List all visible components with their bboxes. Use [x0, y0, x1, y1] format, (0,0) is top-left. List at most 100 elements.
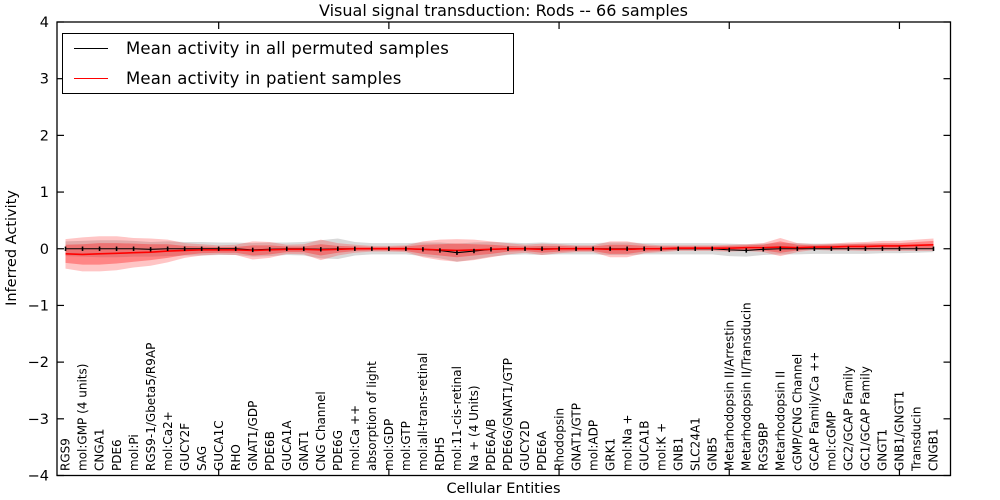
point-marker [98, 246, 101, 251]
x-category-label: GNB1/GNGT1 [893, 391, 907, 471]
legend-label: Mean activity in all permuted samples [126, 39, 450, 59]
x-category-label: Transducin [910, 407, 924, 472]
point-marker [864, 246, 867, 251]
x-category-label: GCAP Family/Ca ++ [808, 352, 822, 471]
x-category-label: Na + (4 Units) [467, 385, 481, 471]
x-category-label: PDE6A/B [484, 419, 498, 471]
x-category-label: PDE6G/GNAT1/GTP [501, 358, 515, 471]
point-marker [660, 246, 662, 251]
point-marker [319, 247, 322, 252]
x-category-label: Metarhodopsin II [774, 371, 788, 471]
point-marker [337, 246, 339, 251]
point-marker [694, 246, 697, 251]
point-marker [558, 246, 560, 251]
point-marker [234, 246, 237, 251]
x-category-label: GNB1 [671, 437, 685, 471]
line-patient [65, 243, 934, 256]
point-marker [456, 250, 458, 255]
point-marker [200, 246, 203, 251]
point-marker [847, 246, 850, 251]
x-category-label: RDH5 [433, 437, 447, 471]
legend-line-sample-patient [74, 77, 108, 79]
x-category-label: absorption of light [365, 361, 379, 471]
x-category-label: mol:11-cis-retinal [450, 366, 464, 471]
x-category-label: Metarhodopsin II/Transducin [739, 302, 753, 471]
x-category-label: GUCA1C [212, 420, 226, 471]
x-category-label: Metarhodopsin II/Arrestin [722, 320, 736, 471]
point-marker [745, 248, 748, 253]
x-category-label: mol:GMP (4 units) [76, 364, 90, 471]
point-marker [166, 246, 169, 251]
x-category-label: CNGA1 [93, 429, 107, 472]
point-marker [149, 247, 152, 252]
point-marker [813, 246, 816, 251]
x-category-label: mol:cGMP [825, 411, 839, 471]
x-category-label: mol:all-trans-retinal [416, 353, 430, 471]
x-category-label: mol:Ca2+ [161, 411, 175, 471]
x-category-label: GRK1 [603, 438, 617, 471]
point-marker [217, 246, 220, 251]
point-marker [405, 246, 407, 251]
point-marker [915, 246, 918, 251]
point-marker [115, 246, 118, 251]
legend-entry-patient: Mean activity in patient samples [63, 64, 513, 93]
y-tick-label: 0 [40, 242, 49, 258]
x-category-label: GUCA1A [280, 420, 294, 471]
point-marker [796, 246, 799, 251]
point-marker [388, 246, 390, 251]
point-marker [677, 246, 679, 251]
x-category-label: GNAT1/GTP [569, 403, 583, 471]
x-category-label: GNGT1 [876, 429, 890, 471]
x-category-label: GUCA1B [637, 420, 651, 471]
y-tick-label: 4 [40, 15, 49, 31]
point-marker [728, 247, 731, 253]
x-category-label: RGS9-1/Gbeta5/R9AP [144, 343, 158, 471]
x-category-label: RHO [229, 444, 243, 471]
point-marker [507, 246, 509, 251]
point-marker [439, 248, 441, 253]
x-category-label: RGS9BP [756, 423, 770, 471]
y-tick-label: −2 [28, 355, 49, 371]
point-marker [898, 246, 901, 251]
chart-title: Visual signal transduction: Rods -- 66 s… [319, 1, 688, 20]
y-tick-label: 2 [40, 128, 49, 144]
x-axis-label: Cellular Entities [446, 481, 561, 497]
point-marker [830, 246, 833, 251]
x-category-label: mol:Ca ++ [348, 405, 362, 471]
x-category-label: SLC24A1 [688, 417, 702, 471]
x-category-label: CNGB1 [927, 428, 941, 471]
x-category-label: PDE6A [535, 430, 549, 471]
point-marker [592, 246, 594, 251]
point-marker [609, 246, 611, 251]
x-category-label: mol:Na + [620, 414, 634, 471]
point-marker [524, 246, 526, 251]
x-category-label: mol:Pi [127, 434, 141, 471]
point-marker [81, 246, 84, 251]
point-marker [302, 246, 305, 251]
point-marker [64, 246, 67, 251]
y-tick-label: −3 [28, 412, 49, 428]
point-marker [711, 246, 714, 251]
band-patient-inner [65, 240, 934, 265]
point-marker [575, 246, 577, 251]
point-marker [643, 246, 645, 251]
x-category-label: GC2/GCAP Family [842, 366, 856, 471]
y-tick-label: −4 [28, 469, 49, 485]
x-category-label: CNG Channel [314, 391, 328, 471]
x-category-label: mol:K + [654, 423, 668, 471]
point-marker [354, 246, 356, 251]
x-category-label: GC1/GCAP Family [859, 366, 873, 471]
point-marker [251, 247, 254, 253]
x-category-label: mol:GDP [382, 419, 396, 471]
legend-line-sample-permuted [74, 48, 108, 50]
legend-entry-permuted: Mean activity in all permuted samples [63, 34, 513, 63]
point-marker [132, 246, 135, 251]
y-tick-label: −1 [28, 298, 49, 314]
x-category-label: GNAT1/GDP [246, 401, 260, 471]
x-category-label: mol:ADP [586, 420, 600, 471]
x-category-label: GUCY2F [178, 423, 192, 471]
y-tick-label: 3 [40, 72, 49, 88]
band-patient-outer [65, 236, 934, 272]
